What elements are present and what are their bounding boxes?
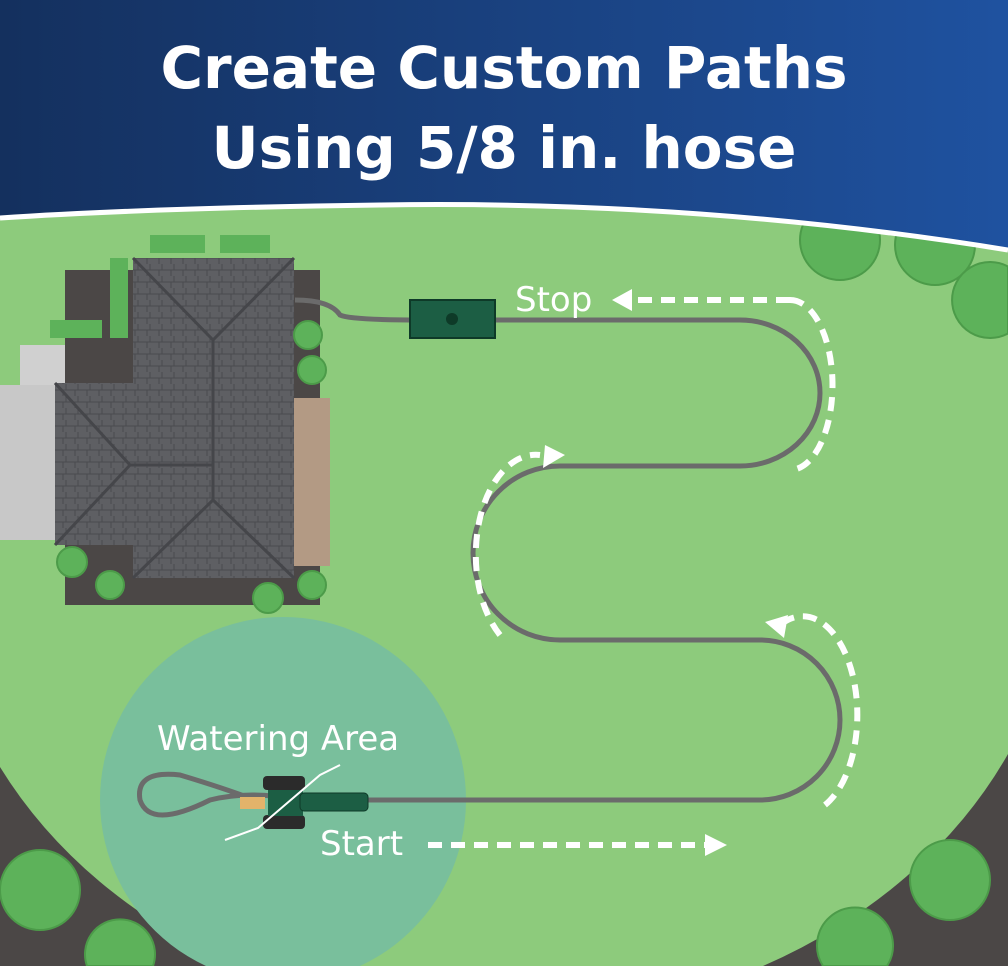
watering-area-label: Watering Area <box>157 719 399 759</box>
header-banner <box>0 0 1008 250</box>
stop-valve <box>409 299 496 339</box>
arrow-head-icon <box>765 615 788 638</box>
arrow-head-icon <box>543 445 565 468</box>
title-line-1: Create Custom Paths <box>160 34 847 102</box>
house <box>0 235 330 614</box>
hose <box>137 297 843 818</box>
start-label: Start <box>320 824 403 864</box>
arrow-head-icon <box>705 834 727 856</box>
stop-label: Stop <box>515 280 592 320</box>
arrow-head-icon <box>612 289 632 311</box>
sprinkler <box>224 764 369 841</box>
title-line-2: Using 5/8 in. hose <box>212 114 797 182</box>
direction-arrows <box>428 297 861 848</box>
